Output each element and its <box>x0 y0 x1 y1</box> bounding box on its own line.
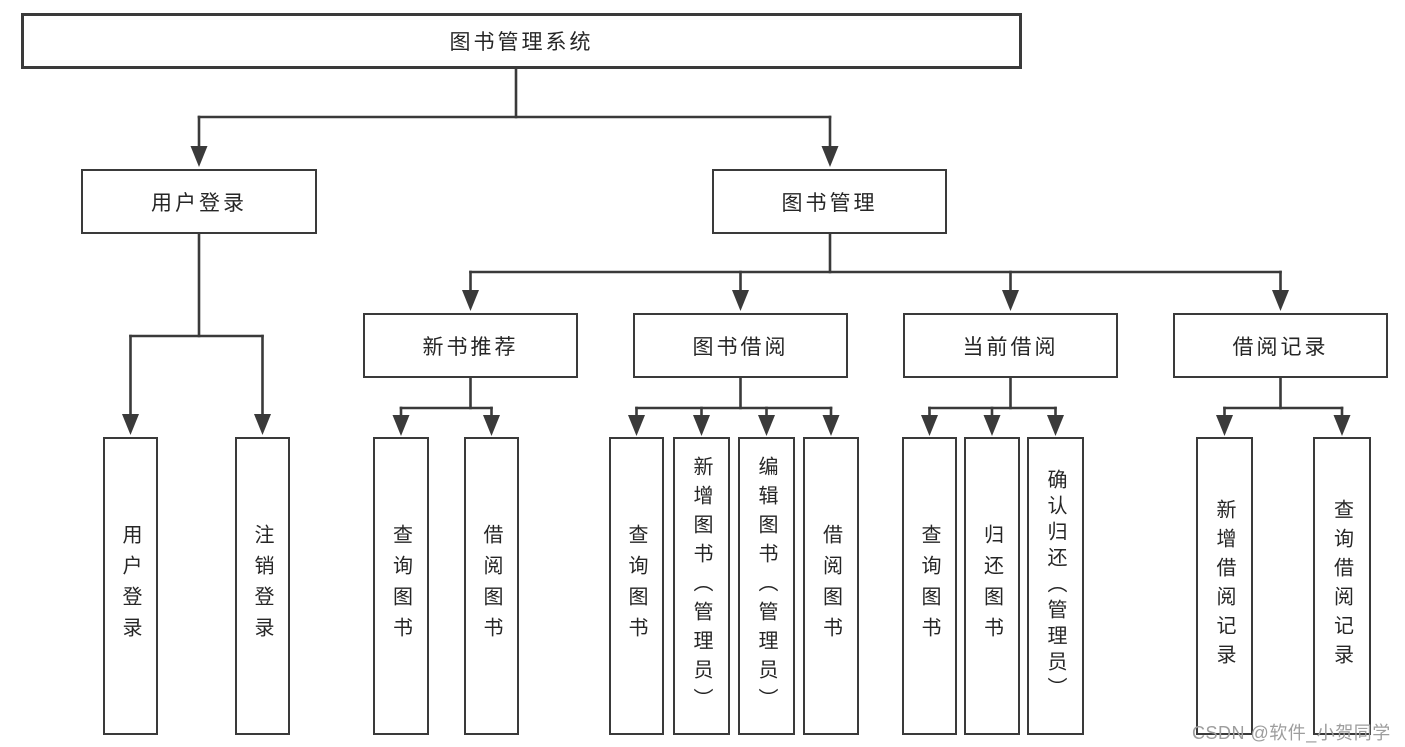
node-borrow-books-leaf: 借阅图书 <box>803 437 859 735</box>
node-return-books: 归还图书 <box>964 437 1020 735</box>
node-user-login: 用户登录 <box>81 169 317 234</box>
node-user-login-leaf: 用户登录 <box>103 437 158 735</box>
node-borrowing-records: 借阅记录 <box>1173 313 1388 378</box>
node-logout-leaf: 注销登录 <box>235 437 290 735</box>
node-root: 图书管理系统 <box>21 13 1022 69</box>
node-edit-books-admin: 编辑图书（管理员） <box>738 437 795 735</box>
node-query-books-current: 查询图书 <box>902 437 957 735</box>
node-query-books-recommend: 查询图书 <box>373 437 429 735</box>
node-query-borrow-record: 查询借阅记录 <box>1313 437 1371 735</box>
node-new-book-recommendation: 新书推荐 <box>363 313 578 378</box>
node-add-borrow-record: 新增借阅记录 <box>1196 437 1253 735</box>
watermark: CSDN @软件_小贺同学 <box>1192 723 1391 743</box>
node-add-books-admin: 新增图书（管理员） <box>673 437 730 735</box>
node-book-borrowing: 图书借阅 <box>633 313 848 378</box>
node-current-borrowing: 当前借阅 <box>903 313 1118 378</box>
node-book-management: 图书管理 <box>712 169 947 234</box>
node-borrow-books-recommend: 借阅图书 <box>464 437 519 735</box>
arrowheads <box>122 146 1351 436</box>
node-query-books-borrowing: 查询图书 <box>609 437 664 735</box>
node-confirm-return-admin: 确认归还（管理员） <box>1027 437 1084 735</box>
